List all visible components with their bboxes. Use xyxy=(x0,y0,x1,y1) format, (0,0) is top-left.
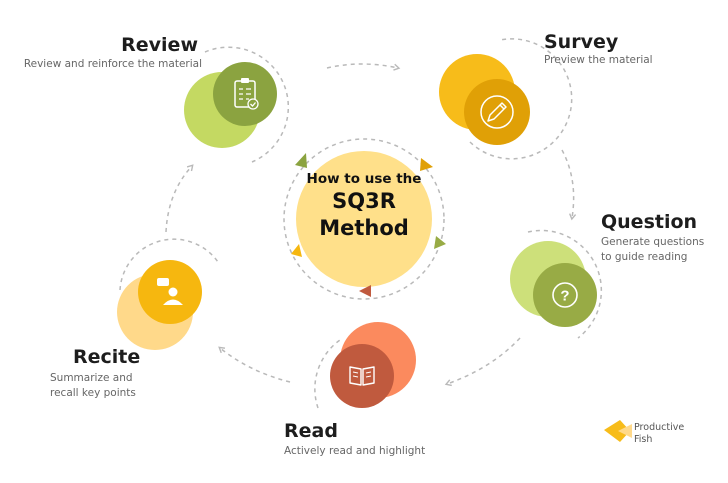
question-desc-line-2: to guide reading xyxy=(601,251,688,263)
center-title: How to use the SQ3R Method xyxy=(296,170,432,242)
center-arrow-survey xyxy=(420,158,433,171)
productive-fish-brand: Productive Fish xyxy=(634,422,684,446)
brand-line-2: Fish xyxy=(634,434,653,445)
question-node: ? xyxy=(510,229,603,339)
review-dark-circle xyxy=(213,62,277,126)
read-dark-circle xyxy=(330,344,394,408)
center-arrow-read xyxy=(359,285,371,297)
productive-fish-logo-icon xyxy=(604,420,632,442)
recite-desc-line-1: Summarize and xyxy=(50,372,133,384)
question-desc-line-1: Generate questions xyxy=(601,236,705,248)
center-circle xyxy=(296,151,432,287)
center-arrow-recite xyxy=(291,244,302,257)
connector-question-to-read xyxy=(444,337,521,387)
read-node xyxy=(314,322,416,409)
recite-title: Recite xyxy=(73,346,141,368)
survey-dark-circle xyxy=(464,79,530,145)
pencil-icon xyxy=(480,95,514,129)
recite-node xyxy=(117,238,219,350)
connector-read-to-recite xyxy=(218,346,291,383)
question-title: Question xyxy=(601,211,698,233)
connector-review-to-survey xyxy=(326,63,401,71)
survey-dashed-ring xyxy=(469,38,573,160)
read-dashed-ring xyxy=(314,339,341,409)
center-arrow-question xyxy=(434,236,446,249)
center-title-line-1: How to use the xyxy=(306,171,422,187)
center-hub xyxy=(283,138,446,300)
question-dashed-ring xyxy=(527,229,603,339)
recite-dashed-ring xyxy=(119,238,219,291)
brand-line-1: Productive xyxy=(634,422,685,433)
read-title: Read xyxy=(284,420,338,442)
survey-node xyxy=(439,38,573,160)
flow-connectors xyxy=(165,63,577,387)
center-arrow-review xyxy=(295,153,307,168)
center-title-line-2: SQ3R xyxy=(332,189,396,213)
review-title: Review xyxy=(121,34,198,56)
read-desc-line-1: Actively read and highlight xyxy=(284,445,426,457)
survey-title: Survey xyxy=(544,31,619,53)
checklist-icon xyxy=(234,78,259,110)
survey-desc-line-1: Preview the material xyxy=(544,54,653,66)
connector-recite-to-review xyxy=(165,164,194,233)
center-dashed-ring xyxy=(283,138,445,300)
question-dark-circle xyxy=(533,263,597,327)
question-mark-icon: ? xyxy=(552,282,578,308)
recite-desc-line-2: recall key points xyxy=(50,387,136,399)
speaking-person-icon xyxy=(157,278,183,305)
svg-text:?: ? xyxy=(560,288,569,305)
connector-survey-to-question xyxy=(561,149,577,221)
review-dashed-ring xyxy=(204,46,290,163)
center-title-line-3: Method xyxy=(319,216,409,240)
review-node xyxy=(184,46,290,163)
review-desc-line-1: Review and reinforce the material xyxy=(23,58,202,70)
book-icon xyxy=(349,366,375,386)
